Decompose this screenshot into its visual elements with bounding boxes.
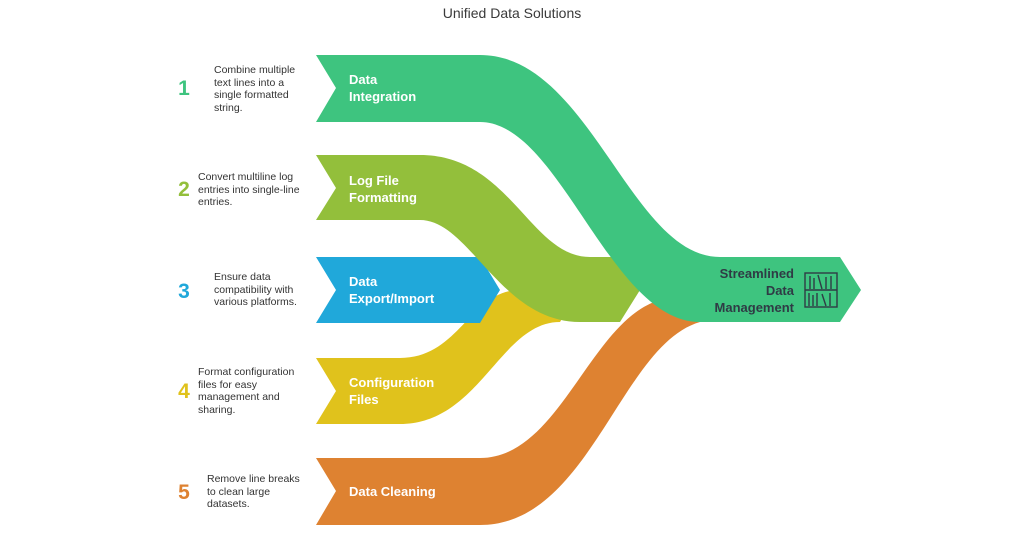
bookshelf-icon <box>804 272 838 308</box>
step-label-3: Data Export/Import <box>349 274 435 306</box>
step-label-5: Data Cleaning <box>349 484 436 499</box>
page-title: Unified Data Solutions <box>442 5 582 21</box>
step-number-5: 5 <box>178 481 190 504</box>
step-number-1: 1 <box>178 77 190 100</box>
step-description-2: Convert multiline log entries into singl… <box>198 171 300 208</box>
step-description-1: Combine multiple text lines into a singl… <box>214 64 296 114</box>
step-label-1: Data Integration <box>349 72 417 104</box>
step-description-5: Remove line breaks to clean large datase… <box>207 473 300 510</box>
output-label: Streamlined Data Management <box>714 266 794 315</box>
ribbon-data-integration <box>316 55 861 322</box>
step-number-4: 4 <box>178 380 190 403</box>
ribbon-data-export-import <box>316 257 500 323</box>
ribbon-configuration-files <box>316 290 580 424</box>
step-label-2: Log File Formatting <box>349 173 417 205</box>
step-description-3: Ensure data compatibility with various p… <box>214 271 297 308</box>
step-label-4: Configuration Files <box>349 375 435 407</box>
step-number-2: 2 <box>178 178 190 201</box>
ribbon-log-file-formatting <box>316 155 640 322</box>
step-number-3: 3 <box>178 280 190 303</box>
ribbon-data-cleaning <box>316 300 720 525</box>
step-description-4: Format configuration files for easy mana… <box>198 366 295 416</box>
